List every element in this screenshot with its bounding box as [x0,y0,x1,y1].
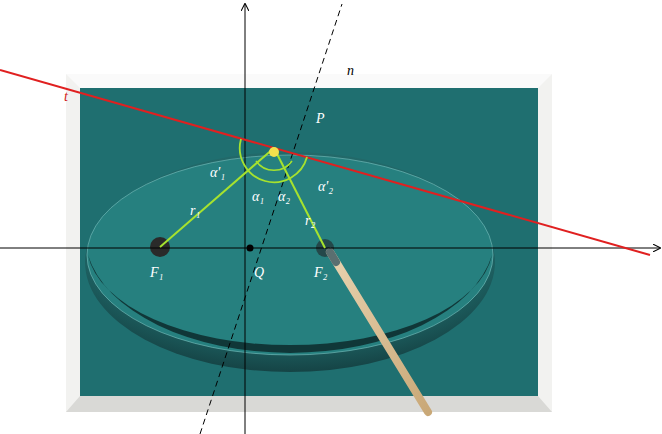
segment-label: r₂ [305,214,315,228]
angle-arc [256,161,292,170]
y-axis [245,4,246,434]
ellipse-floor [87,155,493,355]
normal-line [200,4,342,434]
tangent-line [0,70,650,255]
segment-label: r₁ [190,204,200,218]
table-cloth [80,88,538,396]
ball [269,147,279,157]
line-label: n [347,64,354,78]
x-axis [0,248,660,249]
angle-label: α'₁ [210,166,225,180]
angle-label: α'₂ [318,180,333,194]
point-label: F₂ [314,266,327,280]
angle-label: α₂ [278,190,290,204]
point-label: Q [254,266,264,280]
angle-label: α₁ [252,190,264,204]
point-label: F₁ [150,266,163,280]
table-frame [66,74,552,412]
center-point [247,245,254,252]
line-label: t [64,90,68,104]
cue-stick [330,252,428,412]
angle-arc [240,139,307,182]
point-label: P [316,112,325,126]
ellipse-table [85,152,495,372]
focal-radius [274,148,325,248]
